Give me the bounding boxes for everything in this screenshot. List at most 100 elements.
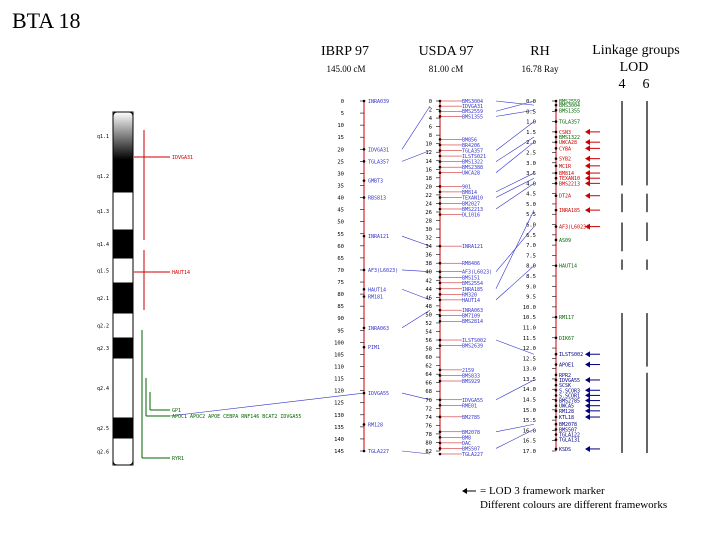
chromosome-band-q2.4 bbox=[112, 357, 134, 419]
rh-marker-25: S.SCOR3 bbox=[559, 388, 580, 394]
ibrp-tick-label-9: 45 bbox=[337, 208, 344, 214]
ibrp-usda-link-5 bbox=[401, 309, 431, 329]
rh-marker-35: KSDS bbox=[559, 447, 571, 453]
ibrp-tick-label-8: 40 bbox=[337, 196, 344, 202]
rh-arrow-head-4 bbox=[585, 128, 590, 135]
chromosome-band-q2.1 bbox=[112, 282, 134, 314]
rh-marker-29: RM128 bbox=[559, 409, 574, 415]
legend-colours-text: Different colours are different framewor… bbox=[480, 499, 668, 511]
usda-tick-label-36: 72 bbox=[425, 406, 432, 412]
ibrp-tick-label-14: 70 bbox=[337, 268, 344, 274]
rh-marker-24: SCSK bbox=[559, 383, 571, 389]
rh-arrow-head-10 bbox=[585, 170, 590, 177]
ibrp-tick-label-24: 120 bbox=[334, 389, 344, 395]
rh-arrow-head-26 bbox=[585, 392, 590, 399]
rh-marker-dot-19 bbox=[554, 336, 558, 340]
chromosome-band-q1.5 bbox=[112, 257, 134, 284]
usda-marker-28: ILSTS002 bbox=[462, 338, 486, 344]
rh-marker-dot-14 bbox=[554, 208, 558, 212]
usda-marker-25: INRA063 bbox=[462, 308, 483, 314]
usda-tick-label-20: 40 bbox=[425, 270, 432, 276]
rh-marker-dot-20 bbox=[554, 352, 558, 356]
usda-tick-label-14: 28 bbox=[425, 219, 432, 225]
ibrp-marker-dot-9 bbox=[362, 326, 366, 330]
rh-marker-14: INRA185 bbox=[559, 208, 580, 214]
cyto-marker-1: HAUT14 bbox=[172, 270, 190, 276]
rh-tick-label-19: 9.5 bbox=[526, 295, 536, 301]
chromosome-band-q1.1 bbox=[112, 111, 134, 161]
usda-marker-33: IDVGA55 bbox=[462, 398, 483, 404]
ibrp-marker-13: TGLA227 bbox=[368, 449, 389, 455]
ibrp-usda-link-4 bbox=[401, 288, 431, 301]
usda-tick-label-9: 18 bbox=[425, 176, 432, 182]
ibrp-marker-0: INRA039 bbox=[368, 99, 389, 105]
ibrp-tick-label-20: 100 bbox=[334, 340, 344, 346]
rh-arrow-head-35 bbox=[585, 445, 590, 452]
rh-tick-label-27: 13.5 bbox=[523, 377, 536, 383]
rh-tick-label-10: 5.0 bbox=[526, 202, 536, 208]
rh-marker-dot-13 bbox=[554, 194, 558, 198]
rh-tick-label-31: 15.5 bbox=[523, 418, 536, 424]
lod6-header: 6 bbox=[642, 77, 650, 92]
usda-tick-label-18: 36 bbox=[425, 253, 432, 259]
rh-tick-label-34: 17.0 bbox=[523, 449, 536, 455]
rh-marker-dot-28 bbox=[554, 404, 558, 408]
usda-tick-label-2: 4 bbox=[429, 116, 433, 122]
rh-marker-dot-35 bbox=[554, 447, 558, 451]
rh-marker-dot-2 bbox=[554, 108, 558, 112]
rh-tick-label-6: 3.0 bbox=[526, 161, 536, 167]
usda-marker-38: DAC bbox=[462, 441, 471, 447]
ibrp-marker-dot-5 bbox=[362, 234, 366, 238]
ibrp-tick-label-17: 85 bbox=[337, 304, 344, 310]
rh-marker-dot-8 bbox=[554, 157, 558, 160]
usda-tick-label-27: 54 bbox=[425, 329, 432, 335]
usda-tick-label-10: 20 bbox=[425, 184, 432, 190]
chromosome-outline bbox=[112, 111, 134, 466]
ibrp-tick-label-1: 5 bbox=[341, 111, 344, 117]
ibrp-tick-label-10: 50 bbox=[337, 220, 344, 226]
ibrp-tick-label-11: 55 bbox=[337, 232, 344, 238]
usda-marker-5: BR4206 bbox=[462, 143, 480, 149]
usda-rh-link-12 bbox=[495, 339, 535, 355]
rh-marker-13: DT2A bbox=[559, 194, 571, 200]
rh-tick-label-1: 0.5 bbox=[526, 109, 536, 115]
cyto-marker-3: APOC1 APOC2 APOE CEBPA RNF146 BCAT2 IDVG… bbox=[172, 414, 301, 420]
ibrp-marker-1: IDVGA31 bbox=[368, 147, 389, 153]
band-label-q2.3: q2.3 bbox=[97, 346, 109, 352]
usda-tick-label-30: 60 bbox=[425, 355, 432, 361]
rh-marker-12: BMS2213 bbox=[559, 181, 580, 187]
rh-marker-26: S.SCOR1 bbox=[559, 393, 580, 399]
rh-marker-21: APOE1 bbox=[559, 363, 574, 369]
usda-tick-label-38: 76 bbox=[425, 423, 432, 429]
rh-marker-dot-32 bbox=[554, 428, 558, 431]
rh-marker-dot-6 bbox=[554, 140, 558, 144]
rh-marker-16: AS09 bbox=[559, 238, 571, 244]
ibrp-marker-dot-12 bbox=[362, 423, 366, 426]
cyto-marker-4: RYR1 bbox=[172, 456, 184, 462]
rh-tick-label-8: 4.0 bbox=[526, 181, 536, 187]
ibrp-marker-12: RM128 bbox=[368, 422, 383, 428]
rh-tick-label-22: 11.0 bbox=[523, 325, 536, 331]
rh-arrow-head-11 bbox=[585, 175, 590, 182]
usda-rh-link-2 bbox=[495, 109, 535, 117]
ibrp-marker-dot-4 bbox=[362, 196, 366, 199]
rh-arrow-head-28 bbox=[585, 402, 590, 409]
rh-marker-22: RPR2 bbox=[559, 373, 571, 379]
usda-marker-12: BM814 bbox=[462, 190, 477, 196]
ibrp-tick-label-12: 60 bbox=[337, 244, 344, 250]
usda-tick-label-12: 24 bbox=[425, 201, 432, 207]
usda-tick-label-6: 12 bbox=[425, 150, 432, 156]
rh-marker-32: BMS507 bbox=[559, 427, 577, 433]
usda-marker-4: BM856 bbox=[462, 137, 477, 143]
usda-marker-23: RM320 bbox=[462, 292, 477, 298]
rh-arrow-head-20 bbox=[585, 351, 590, 358]
usda-rh-link-4 bbox=[495, 136, 535, 162]
rh-marker-dot-25 bbox=[554, 388, 558, 392]
rh-tick-label-11: 5.5 bbox=[526, 212, 536, 218]
usda-tick-label-34: 68 bbox=[425, 389, 432, 395]
usda-rh-link-15 bbox=[495, 423, 535, 433]
rh-marker-28: UWCA5 bbox=[559, 404, 574, 410]
usda-rh-link-3 bbox=[495, 121, 535, 151]
rh-marker-15: AF3(L6023) bbox=[559, 225, 589, 231]
usda-tick-label-7: 14 bbox=[425, 159, 432, 165]
